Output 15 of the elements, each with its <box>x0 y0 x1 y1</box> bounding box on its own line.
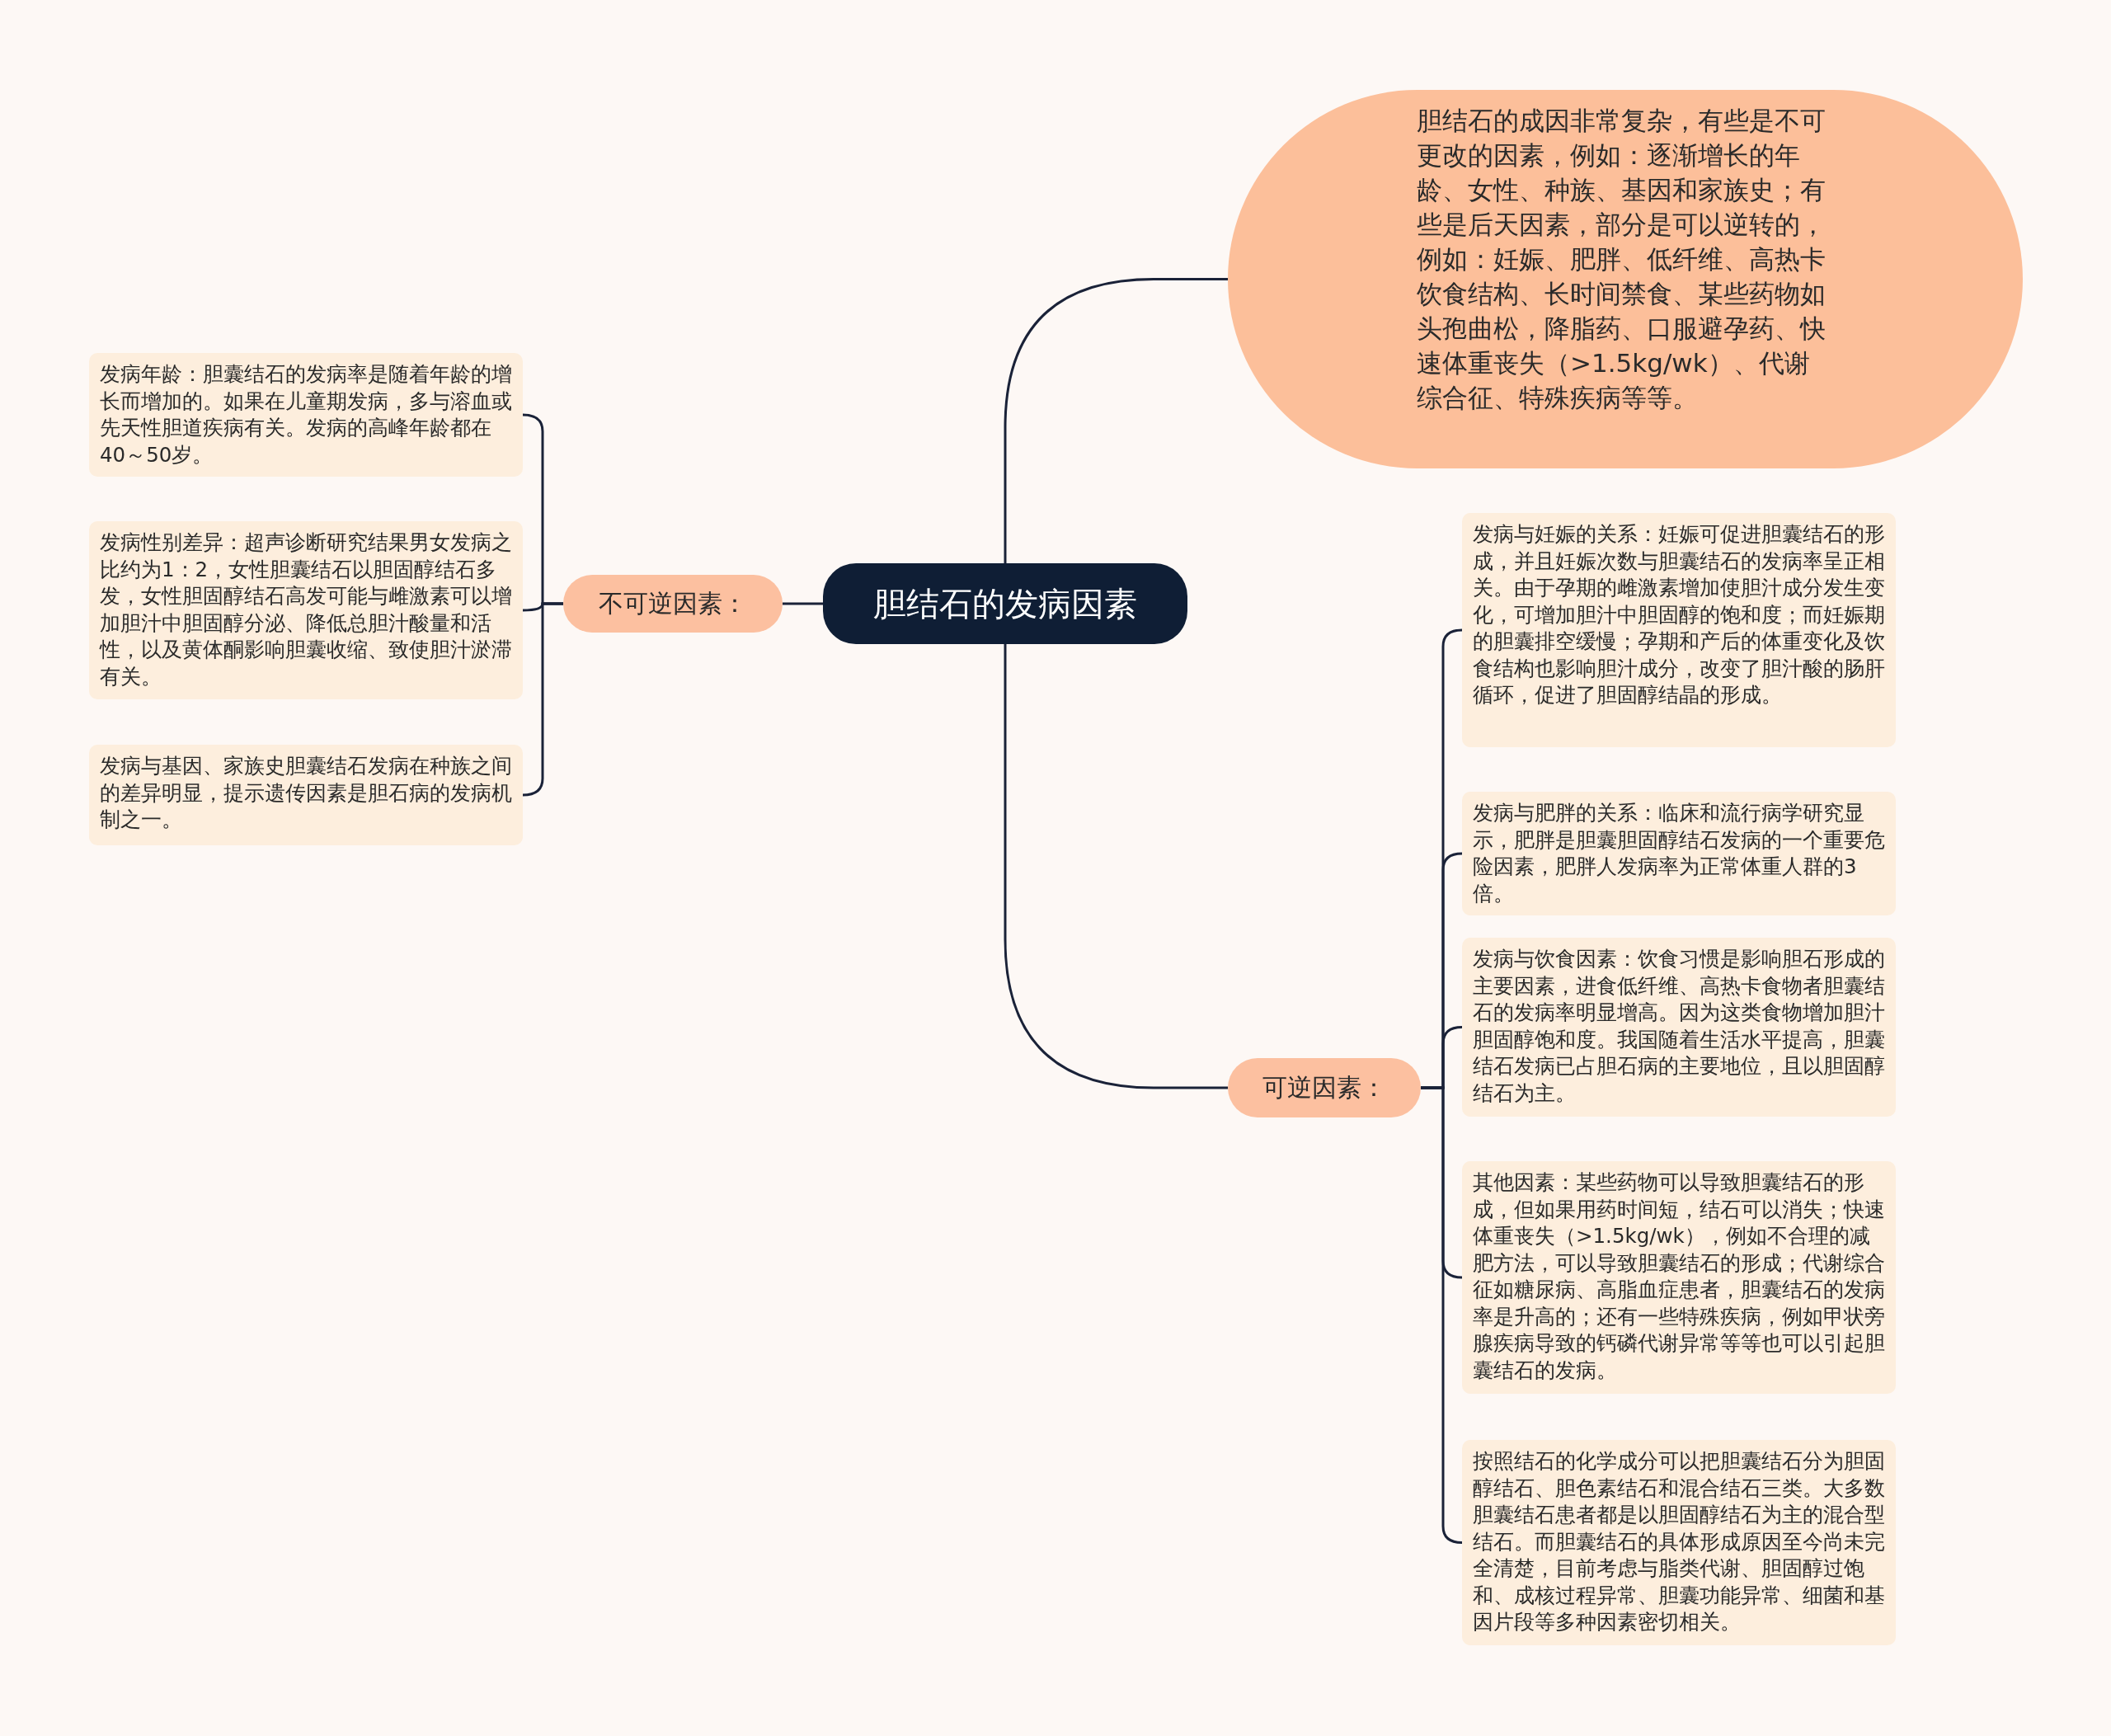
connector-line <box>783 602 823 605</box>
note-card: 发病年龄：胆囊结石的发病率是随着年龄的增长而增加的。如果在儿童期发病，多与溶血或先天性胆道疾病有关。发病的高峰年龄都在40～50岁。 <box>89 353 523 477</box>
note-card: 发病与基因、家族史胆囊结石发病在种族之间的差异明显，提示遗传因素是胆石病的发病机制之一。 <box>89 745 523 845</box>
connector-line <box>1004 644 1228 1089</box>
note-card: 发病与饮食因素：饮食习惯是影响胆石形成的主要因素，进食低纤维、高热卡食物者胆囊结石的发病率明显增高。因为这类食物增加胆汁胆固醇饱和度。我国随着生活水平提高，胆囊结石发病已占胆石病的主要地位，且以胆固醇结石为主。 <box>1462 938 1896 1117</box>
paragraph-text: 胆结石的成因非常复杂，有些是不可更改的因素，例如：逐渐增长的年龄、女性、种族、基因和家族史；有些是后天因素，部分是可以逆转的，例如：妊娠、肥胖、低纤维、高热卡饮食结构、长时间禁食、某些药物如头孢曲松，降脂药、口服避孕药、快速体重丧失（>1.5kg/wk）、代谢综合征、特殊疾病等等。 <box>1417 105 1827 414</box>
branch-topic: 不可逆因素： <box>563 575 783 633</box>
note-card: 发病与肥胖的关系：临床和流行病学研究显示，肥胖是胆囊胆固醇结石发病的一个重要危险因素，肥胖人发病率为正常体重人群的3倍。 <box>1462 792 1896 915</box>
note-card: 其他因素：某些药物可以导致胆囊结石的形成，但如果用药时间短，结石可以消失；快速体重丧失（>1.5kg/wk），例如不合理的减肥方法，可以导致胆囊结石的形成；代谢综合征如糖尿病、高脂血症患者，胆囊结石的发病率是升高的；还有一些特殊疾病，例如甲状旁腺疾病导致的钙磷代谢异常等等也可以引起胆囊结石的发病。 <box>1462 1161 1896 1394</box>
connector-line <box>1004 278 1228 563</box>
note-card: 发病与妊娠的关系：妊娠可促进胆囊结石的形成，并且妊娠次数与胆囊结石的发病率呈正相关。由于孕期的雌激素增加使胆汁成分发生变化，可增加胆汁中胆固醇的饱和度；而妊娠期的胆囊排空缓慢；孕期和产后的体重变化及饮食结构也影响胆汁成分，改变了胆汁酸的肠肝循环，促进了胆固醇结晶的形成。 <box>1462 513 1896 747</box>
note-card: 按照结石的化学成分可以把胆囊结石分为胆固醇结石、胆色素结石和混合结石三类。大多数胆囊结石患者都是以胆固醇结石为主的混合型结石。而胆囊结石的具体形成原因至今尚未完全清楚，目前考虑与脂类代谢、胆固醇过饱和、成核过程异常、胆囊功能异常、细菌和基因片段等多种因素密切相关。 <box>1462 1440 1896 1645</box>
root-topic: 胆结石的发病因素 <box>823 563 1187 644</box>
note-card: 发病性别差异：超声诊断研究结果男女发病之比约为1：2，女性胆囊结石以胆固醇结石多发，女性胆固醇结石高发可能与雌激素可以增加胆汁中胆固醇分泌、降低总胆汁酸量和活性，以及黄体酮影响胆囊收缩、致使胆汁淤滞有关。 <box>89 521 523 699</box>
branch-topic: 可逆因素： <box>1228 1058 1421 1117</box>
